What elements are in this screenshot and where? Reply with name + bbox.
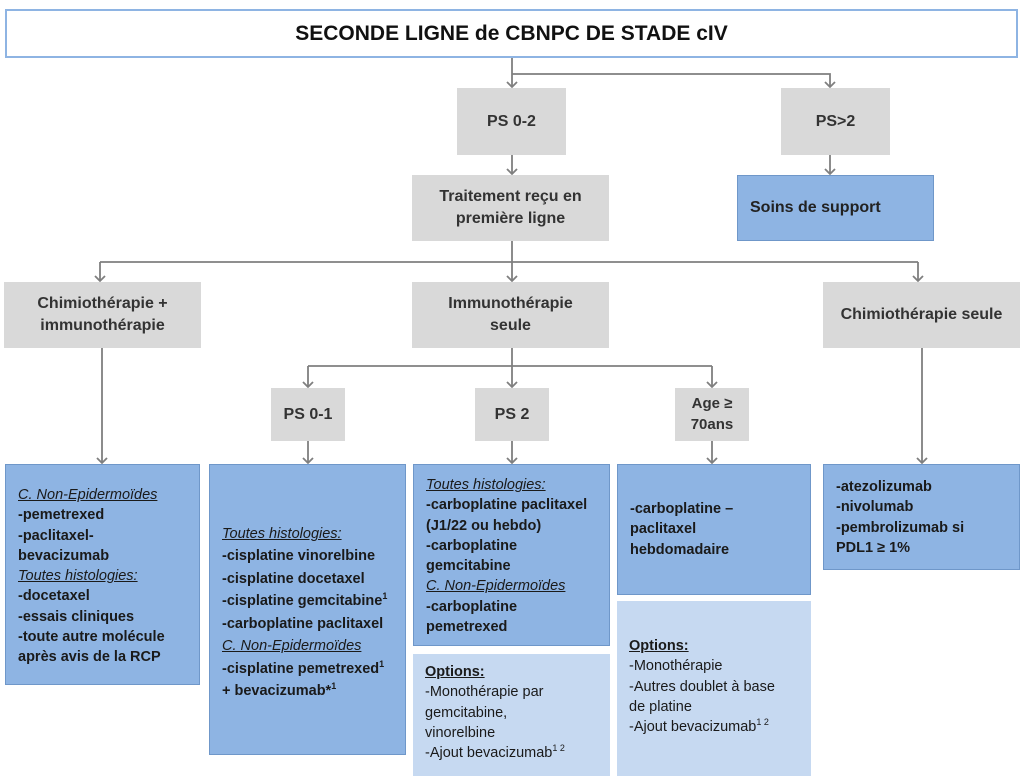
ps-2-options-box: Options: -Monothérapie par gemcitabine, …	[413, 654, 610, 776]
ps-2-label: PS 2	[494, 405, 530, 423]
ps-gt-2-label: PS>2	[815, 112, 856, 130]
result-heading: C. Non-Epidermoïdes	[426, 578, 566, 595]
options-line: -Monothérapie	[629, 658, 723, 675]
traitement-line-2: première ligne	[455, 210, 566, 227]
result-line: -cisplatine docetaxel	[222, 570, 365, 587]
result-line: hebdomadaire	[630, 541, 730, 558]
result-heading: Toutes histologies:	[426, 477, 546, 493]
diagram-title-text: SECONDE LIGNE de CBNPC DE STADE cIV	[295, 21, 728, 45]
result-line: après avis de la RCP	[18, 649, 161, 666]
chimio-immuno-result-box: C. Non-Epidermoïdes -pemetrexed -paclita…	[5, 464, 200, 685]
footnote-ref: 1	[331, 681, 337, 692]
chimio-seule-box: Chimiothérapie seule	[823, 282, 1020, 348]
options-line: vinorelbine	[425, 724, 496, 741]
chimio-seule-label: Chimiothérapie seule	[840, 306, 1003, 324]
age-options-box: Options: -Monothérapie -Autres doublet à…	[617, 601, 811, 776]
options-line: -Ajout bevacizumab	[629, 719, 757, 736]
chimio-immuno-box: Chimiothérapie + immunothérapie	[4, 282, 201, 348]
result-line: -cisplatine gemcitabine	[222, 593, 383, 610]
immuno-seule-line-2: seule	[490, 317, 531, 334]
age-result-box: -carboplatine – paclitaxel hebdomadaire	[617, 464, 811, 595]
ps-0-1-box: PS 0-1	[271, 388, 345, 441]
result-line: -pemetrexed	[18, 507, 105, 524]
options-line: -Autres doublet à base	[629, 678, 775, 695]
options-line: gemcitabine,	[425, 704, 508, 721]
age-line-2: 70ans	[690, 415, 734, 433]
ps-0-2-box: PS 0-2	[457, 88, 566, 155]
result-line: gemcitabine	[426, 558, 511, 575]
result-heading: Toutes histologies:	[222, 526, 342, 542]
result-heading: C. Non-Epidermoïdes	[222, 638, 362, 655]
options-line: de platine	[629, 698, 692, 715]
immuno-seule-box: Immunothérapie seule	[412, 282, 609, 348]
result-line: -cisplatine pemetrexed	[222, 660, 380, 677]
result-line: -carboplatine paclitaxel	[222, 615, 384, 632]
traitement-box: Traitement reçu en première ligne	[412, 175, 609, 241]
chimio-immuno-line-2: immunothérapie	[40, 317, 165, 334]
options-heading: Options:	[425, 664, 485, 680]
soins-box: Soins de support	[737, 175, 934, 241]
result-line: -paclitaxel-	[18, 527, 94, 544]
result-line: -docetaxel	[18, 588, 90, 605]
result-heading: Toutes histologies:	[18, 568, 138, 585]
footnote-ref: 1	[379, 658, 385, 669]
traitement-line-1: Traitement reçu en	[439, 188, 582, 206]
result-line: pemetrexed	[426, 619, 508, 636]
result-line: -nivolumab	[836, 499, 914, 516]
result-line: -cisplatine vinorelbine	[222, 548, 376, 565]
options-line: -Monothérapie par	[425, 684, 544, 701]
result-line: (J1/22 ou hebdo)	[426, 517, 542, 534]
footnote-ref: 1 2	[756, 717, 769, 728]
result-line: bevacizumab	[18, 547, 110, 564]
options-line: -Ajout bevacizumab	[425, 745, 553, 762]
ps-gt-2-box: PS>2	[781, 88, 890, 155]
diagram-title: SECONDE LIGNE de CBNPC DE STADE cIV	[5, 9, 1018, 58]
result-heading: C. Non-Epidermoïdes	[18, 487, 158, 503]
chimio-immuno-line-1: Chimiothérapie +	[37, 295, 168, 313]
ps-0-1-result-box: Toutes histologies: -cisplatine vinorelb…	[209, 464, 406, 755]
result-line: paclitaxel	[630, 521, 697, 538]
age-line-1: Age ≥	[691, 395, 733, 413]
soins-label: Soins de support	[750, 199, 881, 216]
footnote-ref: 1 2	[552, 743, 565, 754]
ps-2-result-box: Toutes histologies: -carboplatine paclit…	[413, 464, 610, 646]
result-line: -carboplatine –	[630, 501, 734, 518]
result-line: -carboplatine	[426, 537, 518, 554]
immuno-seule-line-1: Immunothérapie	[448, 295, 573, 313]
ps-2-box: PS 2	[475, 388, 549, 441]
result-line: -carboplatine paclitaxel	[426, 497, 588, 514]
ps-0-2-label: PS 0-2	[487, 112, 536, 130]
result-line: -atezolizumab	[836, 479, 932, 495]
result-line: -pembrolizumab si	[836, 519, 965, 536]
result-line: -toute autre molécule	[18, 629, 165, 646]
result-line: -essais cliniques	[18, 608, 135, 625]
ps-0-1-label: PS 0-1	[283, 405, 333, 423]
result-line: PDL1 ≥ 1%	[836, 539, 911, 556]
footnote-ref: 1	[382, 591, 388, 602]
options-heading: Options:	[629, 638, 689, 654]
chimio-seule-result-box: -atezolizumab -nivolumab -pembrolizumab …	[823, 464, 1020, 570]
age-box: Age ≥ 70ans	[675, 388, 749, 441]
result-line: + bevacizumab*	[222, 683, 332, 700]
result-line: -carboplatine	[426, 598, 518, 615]
